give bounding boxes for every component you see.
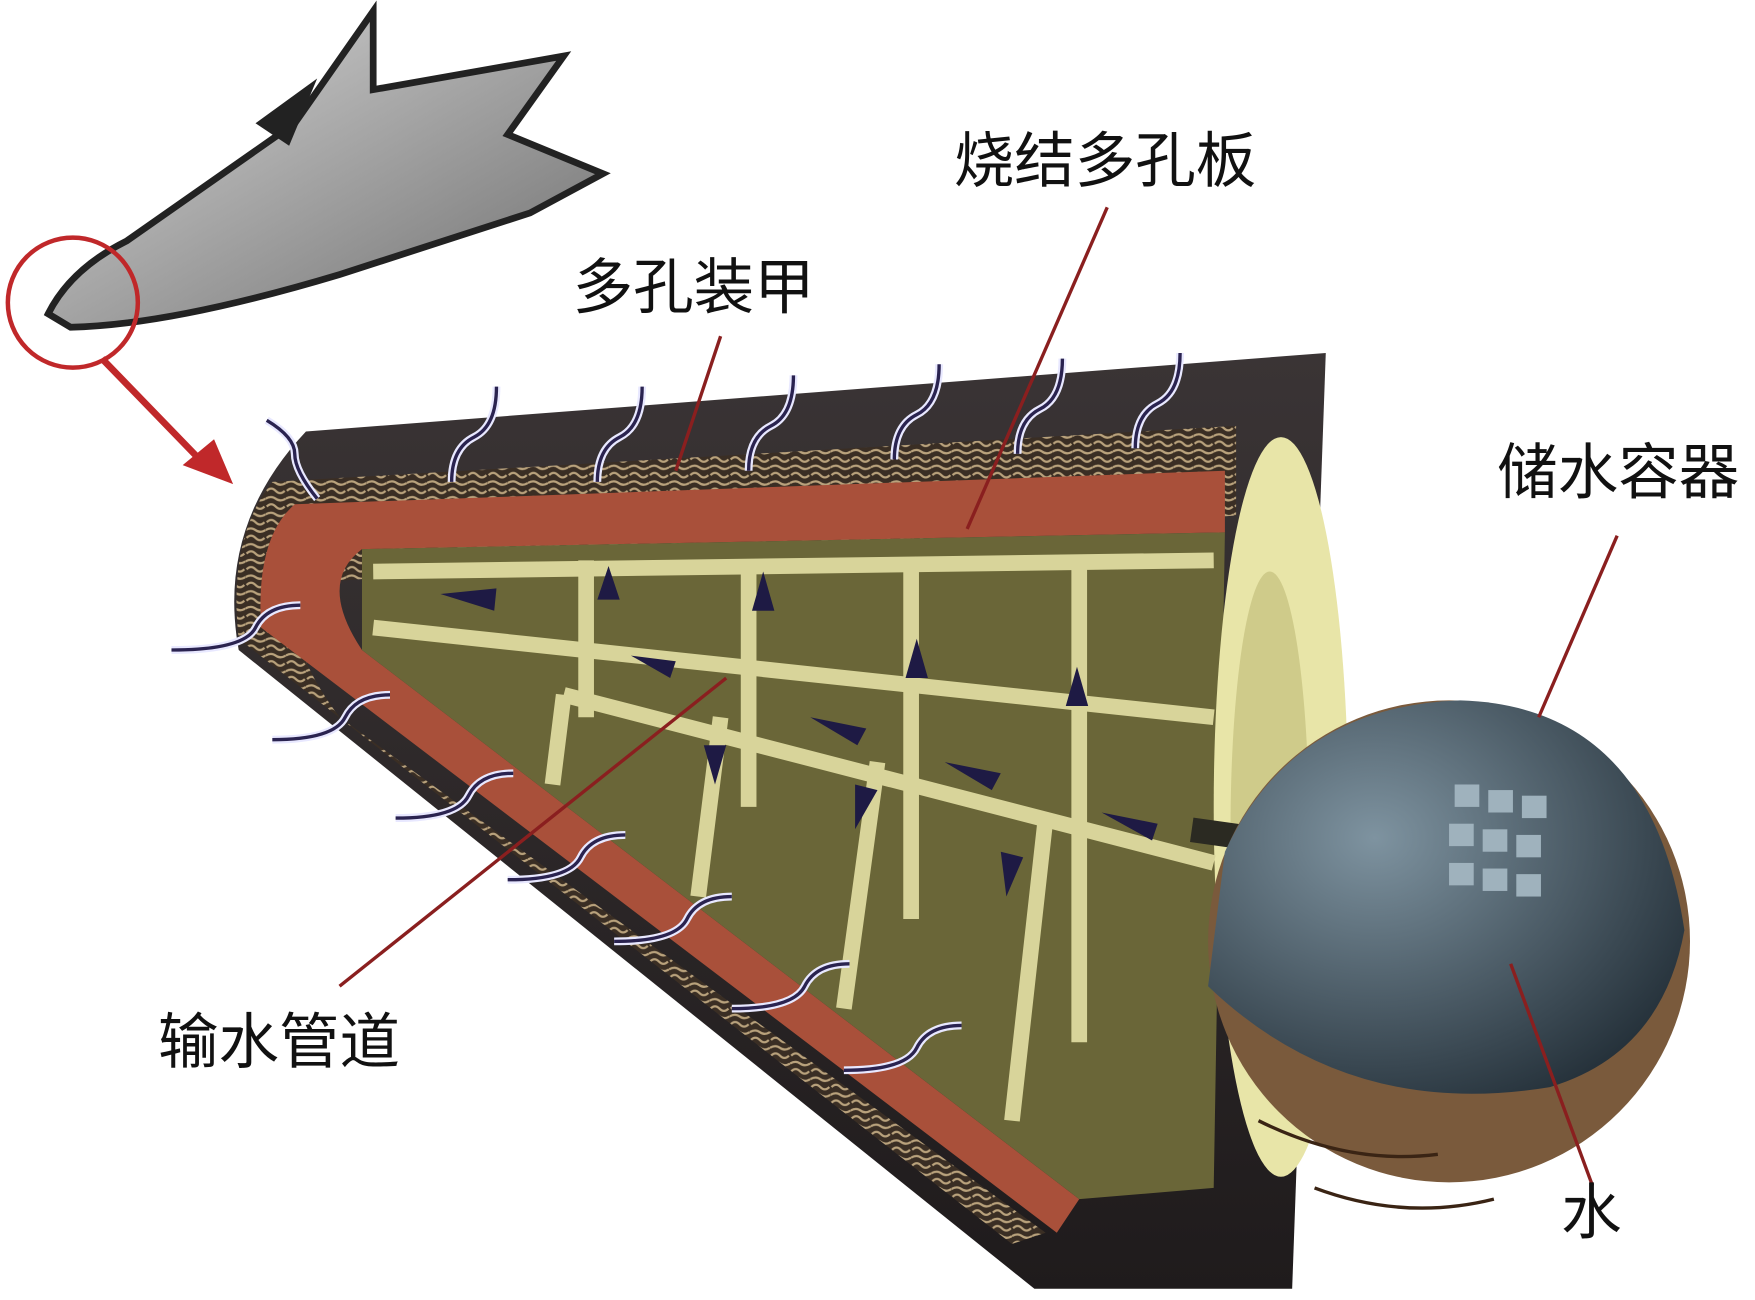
leader-water-pipe <box>338 676 728 988</box>
label-water-pipe: 输水管道 <box>158 1007 400 1077</box>
zoom-arrow-icon <box>99 356 234 485</box>
leader-sintered-plate <box>965 206 1109 530</box>
vapor-escape-arrows <box>171 352 1185 1075</box>
label-water-tank: 储水容器 <box>1497 438 1739 508</box>
water-tank <box>1208 700 1690 1210</box>
label-porous-armor: 多孔装甲 <box>573 253 815 323</box>
label-sintered-plate: 烧结多孔板 <box>954 127 1257 197</box>
label-water: 水 <box>1561 1178 1622 1248</box>
internal-flow-arrows <box>440 565 1158 897</box>
leader-porous-armor <box>674 335 723 472</box>
leader-water-tank <box>1537 535 1619 718</box>
sintered-porous-plate <box>260 470 1225 1233</box>
leader-water <box>1509 963 1595 1187</box>
nose-highlight-circle <box>5 235 141 370</box>
tank-window-grid <box>1449 784 1547 897</box>
